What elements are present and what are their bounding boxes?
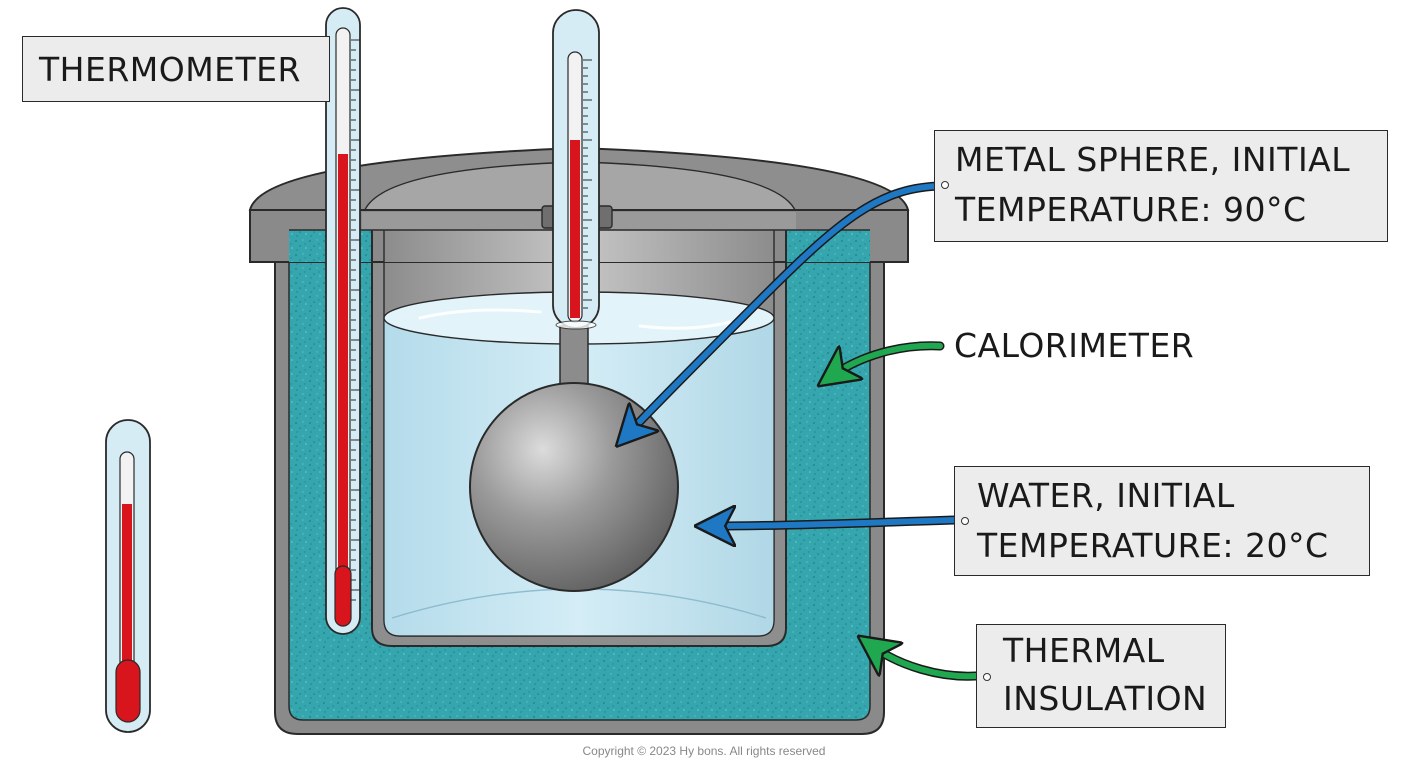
label-water-line1: WATER, INITIAL (977, 476, 1235, 515)
arrow-water (712, 520, 959, 526)
thermometer-left (325, 7, 361, 635)
label-thermal-insulation: THERMAL INSULATION (976, 624, 1226, 728)
label-calorimeter: CALORIMETER (954, 326, 1195, 365)
label-thermometer: THERMOMETER (22, 36, 330, 102)
label-insulation-line1: THERMAL (1003, 631, 1165, 670)
arrows (628, 181, 981, 681)
label-metal-sphere-line2: TEMPERATURE: 90°C (955, 190, 1307, 229)
label-metal-sphere-line1: METAL SPHERE, INITIAL (955, 140, 1351, 179)
label-insulation-line2: INSULATION (1003, 679, 1208, 718)
label-thermometer-text: THERMOMETER (39, 50, 301, 89)
thermometer-center (552, 9, 600, 330)
label-water-line2: TEMPERATURE: 20°C (977, 526, 1329, 565)
arrow-metal-sphere (628, 183, 947, 434)
thermometer-small (105, 419, 151, 733)
arrow-calorimeter (832, 342, 943, 376)
arrow-thermal-insulation (872, 646, 979, 680)
label-water: WATER, INITIAL TEMPERATURE: 20°C (954, 466, 1370, 576)
label-metal-sphere: METAL SPHERE, INITIAL TEMPERATURE: 90°C (934, 130, 1388, 242)
copyright-notice: Copyright © 2023 Hy bons. All rights res… (582, 744, 826, 758)
